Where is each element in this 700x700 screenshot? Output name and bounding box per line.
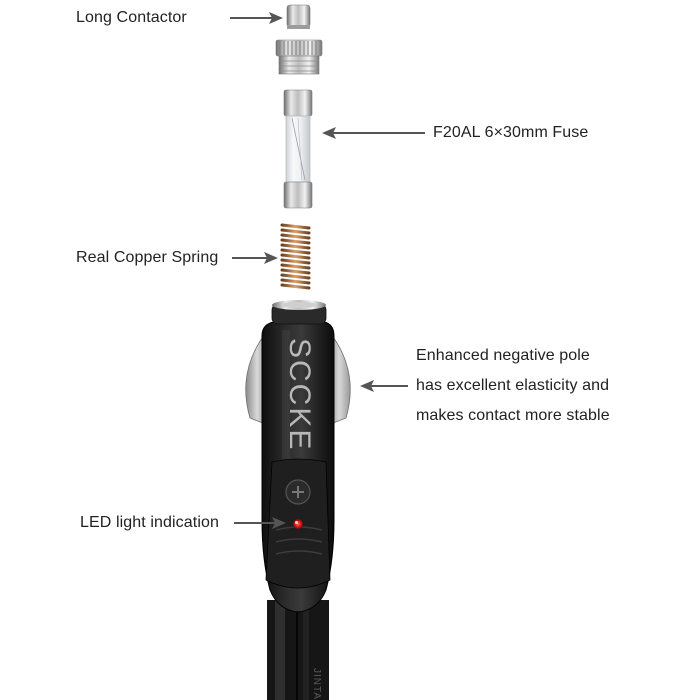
brand-logo-text: SCCKE: [283, 338, 316, 451]
long-contactor-label: Long Contactor: [76, 9, 187, 26]
long-contactor-part: [286, 4, 311, 29]
arrow-left-icon: [360, 380, 408, 392]
negative-pole-label-line3: makes contact more stable: [416, 407, 610, 424]
led-label: LED light indication: [80, 514, 219, 531]
arrow-right-icon: [230, 12, 283, 24]
knurled-nut-part: [275, 39, 323, 75]
fuse-part: [283, 89, 313, 209]
cable-print-text: JINTA: [311, 668, 322, 700]
power-cable: [267, 600, 329, 700]
arrow-right-icon: [232, 252, 278, 264]
screw-icon: [285, 479, 311, 505]
led-icon: [293, 519, 303, 529]
negative-pole-label-line2: has excellent elasticity and: [416, 377, 610, 394]
negative-pole-label-line1: Enhanced negative pole: [416, 347, 590, 364]
arrow-left-icon: [322, 127, 425, 139]
plug-body: [261, 300, 335, 613]
spring-label: Real Copper Spring: [76, 249, 219, 266]
arrow-right-icon: [234, 517, 286, 529]
copper-spring-part: [280, 223, 311, 290]
fuse-label: F20AL 6×30mm Fuse: [433, 124, 589, 141]
